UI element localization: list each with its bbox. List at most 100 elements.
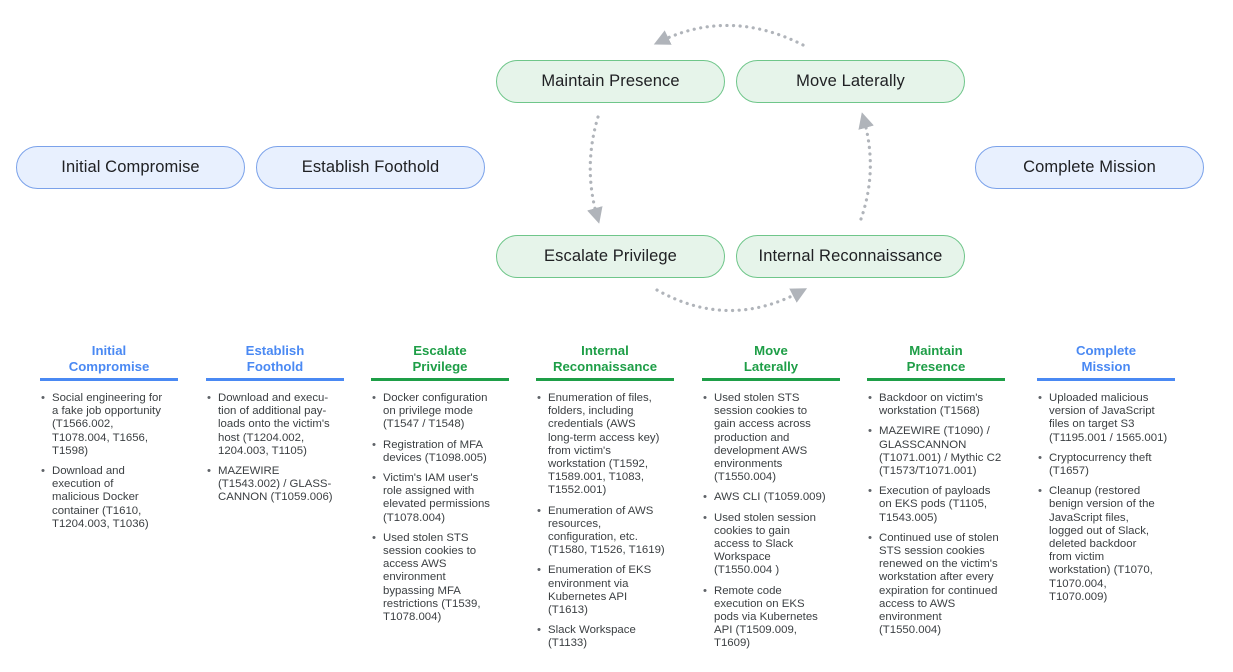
- list-item-line: cookies to gain: [714, 524, 790, 537]
- list-item-line: a fake job opportunity: [52, 405, 161, 418]
- list-item-line: renewed on the victim's: [879, 558, 998, 571]
- list-item-line: credentials (AWS: [548, 418, 636, 431]
- stage-initial-compromise: Initial Compromise: [16, 146, 245, 189]
- list-item-line: host (T1204.002,: [218, 431, 305, 444]
- list-item-line: (T1580, T1526, T1619): [548, 544, 665, 557]
- arrow-move-to-maintain: [653, 23, 805, 47]
- tactic-column: InitialCompromiseSocial engineering fora…: [40, 343, 178, 538]
- list-item-line: (T1657): [1049, 465, 1089, 478]
- list-item: Download and execu-tion of additional pa…: [206, 392, 344, 458]
- stage-complete-mission: Complete Mission: [975, 146, 1204, 189]
- list-item-line: CANNON (T1059.006): [218, 491, 333, 504]
- list-item-line: Docker configuration: [383, 392, 488, 404]
- list-item-line: Slack Workspace: [548, 624, 636, 637]
- list-item-line: Enumeration of AWS: [548, 504, 654, 517]
- list-item-line: logged out of Slack,: [1049, 524, 1150, 537]
- list-item-line: on EKS pods (T1105,: [879, 498, 988, 511]
- list-item-line: environments: [714, 458, 783, 471]
- column-title-line: Internal: [581, 343, 629, 358]
- column-title-line: Foothold: [246, 359, 304, 374]
- list-item-line: elevated permissions: [383, 498, 490, 511]
- list-item-line: Victim's IAM user's: [383, 472, 479, 485]
- list-item-line: benign version of the: [1049, 498, 1155, 511]
- list-item-line: Used stolen STS: [383, 531, 469, 544]
- list-item-line: environment: [383, 571, 446, 584]
- list-item-line: Execution of payloads: [879, 485, 991, 498]
- arrow-escalate-to-recon: [655, 288, 808, 313]
- list-item-line: API (T1509.009,: [714, 624, 797, 637]
- list-item-line: (T1133): [548, 637, 588, 650]
- list-item-line: 1204.003, T1105): [218, 444, 307, 457]
- list-item-line: MAZEWIRE (T1090) /: [879, 425, 990, 438]
- list-item-line: (T1550.004): [714, 471, 777, 484]
- column-title-line: Maintain: [909, 343, 963, 358]
- technique-list: Download and execu-tion of additional pa…: [206, 392, 344, 505]
- list-item-line: Enumeration of files,: [548, 392, 652, 404]
- list-item: Enumeration of AWSresources,configuratio…: [536, 505, 674, 558]
- list-item-line: session cookies to: [383, 545, 477, 558]
- list-item: Enumeration of files,folders, includingc…: [536, 392, 674, 498]
- list-item-line: (T1566.002,: [52, 418, 114, 431]
- list-item-line: Backdoor on victim's: [879, 392, 984, 404]
- list-item-line: (T1550.004): [879, 624, 942, 637]
- list-item-line: restrictions (T1539,: [383, 597, 481, 610]
- stage-maintain-presence: Maintain Presence: [496, 60, 725, 103]
- list-item-line: devices (T1098.005): [383, 451, 487, 464]
- list-item-line: T1589.001, T1083,: [548, 471, 645, 484]
- list-item-line: on privilege mode: [383, 405, 473, 418]
- list-item-line: expiration for continued: [879, 584, 998, 597]
- list-item-line: T1543.005): [879, 511, 938, 524]
- column-title-line: Reconnaissance: [552, 359, 658, 374]
- list-item-line: T1609): [714, 637, 751, 650]
- stage-move-laterally: Move Laterally: [736, 60, 965, 103]
- list-item-line: Cryptocurrency theft: [1049, 451, 1152, 464]
- list-item-line: (T1547 / T1548): [383, 418, 465, 431]
- column-title-line: Mission: [1081, 359, 1131, 374]
- list-item-line: workstation (T1568): [879, 405, 980, 418]
- stage-internal-reconnaissance: Internal Reconnaissance: [736, 235, 965, 278]
- list-item-line: JavaScript files,: [1049, 511, 1129, 524]
- list-item-line: development AWS: [714, 444, 808, 457]
- list-item-line: pods via Kubernetes: [714, 611, 818, 624]
- list-item-line: malicious Docker: [52, 491, 139, 504]
- list-item-line: (T1078.004): [383, 511, 446, 524]
- tactic-column: CompleteMissionUploaded maliciousversion…: [1037, 343, 1175, 611]
- list-item-line: Kubernetes API: [548, 590, 628, 603]
- list-item-line: deleted backdoor: [1049, 538, 1137, 551]
- list-item-line: T1204.003, T1036): [52, 517, 149, 530]
- list-item-line: access to AWS: [879, 597, 956, 610]
- list-item-line: loads onto the victim's: [218, 418, 330, 431]
- list-item-line: Download and execu-: [218, 392, 329, 404]
- list-item-line: Used stolen session: [714, 511, 816, 524]
- list-item-line: T1078.004, T1656,: [52, 431, 149, 444]
- list-item-line: execution of: [52, 478, 114, 491]
- list-item-line: workstation after every: [879, 571, 994, 584]
- column-title-line: Initial: [91, 343, 127, 358]
- list-item-line: MAZEWIRE: [218, 465, 280, 478]
- list-item-line: from victim's: [548, 444, 611, 457]
- tactic-column: MaintainPresenceBackdoor on victim'swork…: [867, 343, 1005, 644]
- list-item-line: resources,: [548, 517, 602, 530]
- list-item-line: Download and: [52, 465, 125, 478]
- list-item-line: long-term access key): [548, 431, 660, 444]
